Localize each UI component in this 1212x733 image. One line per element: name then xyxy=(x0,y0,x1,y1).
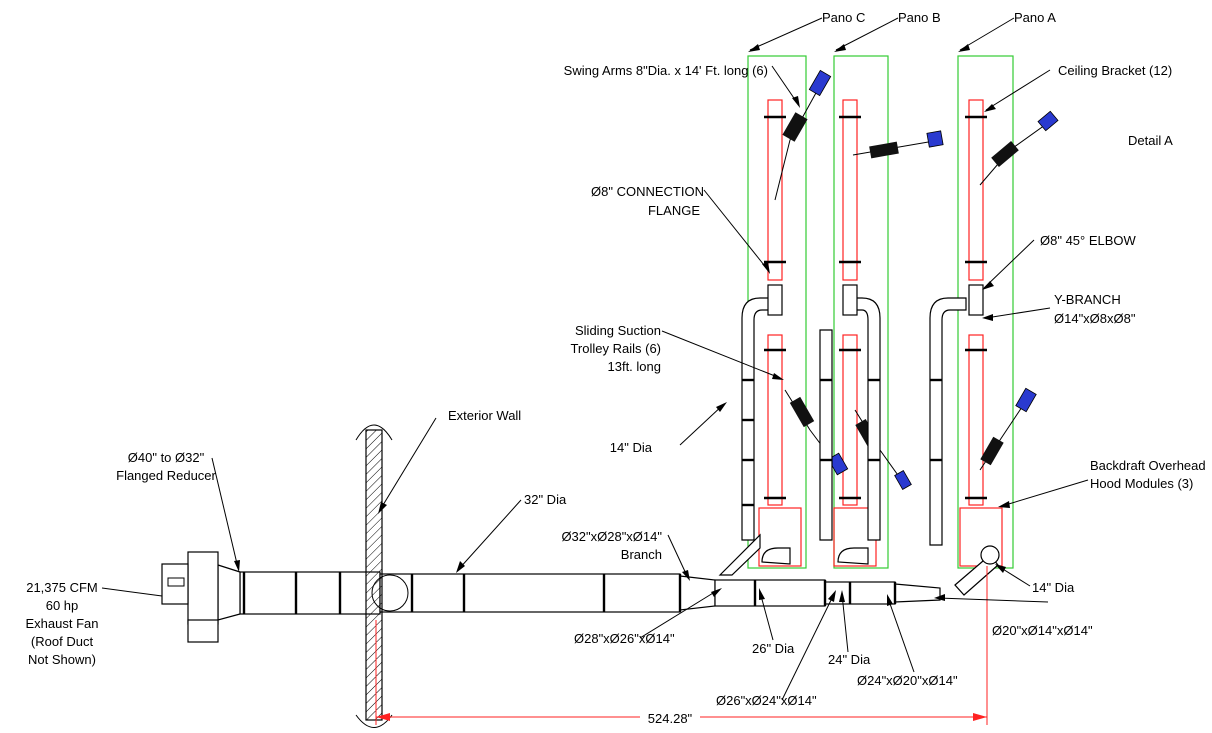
callout-labels: Pano C Pano B Pano A Swing Arms 8"Dia. x… xyxy=(26,10,1206,708)
dia-32-label: 32" Dia xyxy=(524,492,567,507)
backdraft-label-1: Backdraft Overhead xyxy=(1090,458,1206,473)
y-branch-label-2: Ø14"xØ8xØ8" xyxy=(1054,311,1136,326)
overall-dimension: 524.28" xyxy=(375,566,988,726)
dia-14-right-label: 14" Dia xyxy=(1032,580,1075,595)
backdraft-label-2: Hood Modules (3) xyxy=(1090,476,1193,491)
fan-label-1: 21,375 CFM xyxy=(26,580,98,595)
branch-duct-a xyxy=(929,297,967,546)
fan-label-5: Not Shown) xyxy=(28,652,96,667)
reducer-label-2: Flanged Reducer xyxy=(116,468,216,483)
pano-b-outline xyxy=(833,55,889,569)
branch-ducts-14in xyxy=(718,284,1000,596)
swing-arm-c-upper xyxy=(774,69,832,201)
fan-label-2: 60 hp xyxy=(46,598,79,613)
duct-26in xyxy=(714,579,826,607)
rail-b-upper xyxy=(842,99,858,281)
exhaust-fan-body xyxy=(187,551,219,625)
ceiling-bracket-label: Ceiling Bracket (12) xyxy=(1058,63,1172,78)
pano-b-label: Pano B xyxy=(898,10,941,25)
y-branch-label-1: Y-BRANCH xyxy=(1054,292,1121,307)
elbow-label: Ø8" 45° ELBOW xyxy=(1040,233,1137,248)
duct-20in xyxy=(894,583,941,603)
connection-flange-label-1: Ø8" CONNECTION xyxy=(591,184,704,199)
branch-duct-b xyxy=(845,297,881,541)
rail-c-lower xyxy=(767,334,783,506)
duct-32in-outside xyxy=(379,573,681,613)
swing-arms xyxy=(774,69,1059,490)
rail-a-lower xyxy=(968,334,984,506)
rail-b-lower xyxy=(842,334,858,506)
leader-lines xyxy=(101,17,1089,701)
sliding-label-2: Trolley Rails (6) xyxy=(570,341,661,356)
connection-flange-label-2: FLANGE xyxy=(648,203,700,218)
dia-14-left-label: 14" Dia xyxy=(610,440,653,455)
trolley-rails xyxy=(764,99,987,506)
swing-arms-label: Swing Arms 8"Dia. x 14' Ft. long (6) xyxy=(564,63,768,78)
swing-arm-a-lower xyxy=(979,387,1037,471)
pano-c-label: Pano C xyxy=(822,10,865,25)
exterior-wall-section xyxy=(365,429,383,721)
detail-a-label: Detail A xyxy=(1128,133,1173,148)
branch-26-label: Ø26"xØ24"xØ14" xyxy=(716,693,817,708)
exterior-wall xyxy=(355,424,393,728)
branch-28-label: Ø28"xØ26"xØ14" xyxy=(574,631,675,646)
reducer-label-1: Ø40" to Ø32" xyxy=(128,450,205,465)
sliding-label-3: 13ft. long xyxy=(608,359,662,374)
swing-arm-c-lower xyxy=(784,389,849,476)
rail-a-upper xyxy=(968,99,984,281)
dia-26-label: 26" Dia xyxy=(752,641,795,656)
branch-24-label: Ø24"xØ20"xØ14" xyxy=(857,673,958,688)
main-trunk-duct xyxy=(161,551,941,643)
swing-arm-a-upper xyxy=(979,110,1059,186)
pano-a-label: Pano A xyxy=(1014,10,1056,25)
branch-20-label: Ø20"xØ14"xØ14" xyxy=(992,623,1093,638)
dimension-label: 524.28" xyxy=(648,711,693,726)
fan-label-4: (Roof Duct xyxy=(31,634,94,649)
swing-arm-b-upper xyxy=(852,130,944,159)
swing-arm-b-lower xyxy=(854,409,912,490)
branch-32-label-2: Branch xyxy=(621,547,662,562)
flanged-reducer xyxy=(217,564,241,621)
rail-c-upper xyxy=(767,99,783,281)
pano-a-outline xyxy=(957,55,1014,569)
exterior-wall-label: Exterior Wall xyxy=(448,408,521,423)
branch-32-label-1: Ø32"xØ28"xØ14" xyxy=(561,529,662,544)
duct-32in-inside xyxy=(239,571,381,615)
fan-label-3: Exhaust Fan xyxy=(26,616,99,631)
dia-24-label: 24" Dia xyxy=(828,652,871,667)
sliding-label-1: Sliding Suction xyxy=(575,323,661,338)
